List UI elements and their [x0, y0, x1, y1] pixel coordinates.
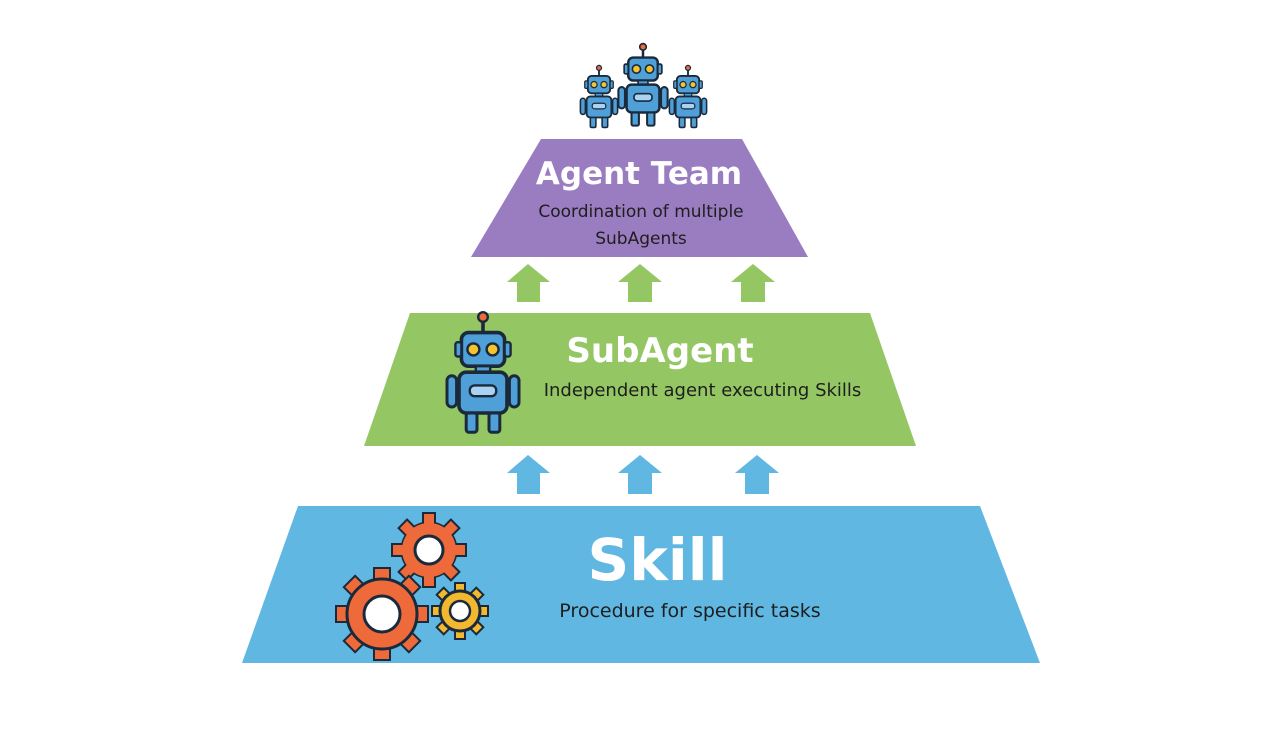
- gear-icon: [335, 567, 429, 661]
- gear-icon: [391, 512, 467, 588]
- robot-team-icon: [579, 42, 708, 129]
- tier-middle-description: Independent agent executing Skills: [543, 380, 862, 401]
- tier-top-shape: [471, 139, 808, 257]
- tier-top-title: Agent Team: [535, 156, 743, 192]
- arrow-up-icon: [507, 455, 550, 494]
- arrows-upper: [507, 264, 775, 302]
- gears-icon: [335, 512, 489, 661]
- tier-middle-title: SubAgent: [566, 331, 754, 371]
- tier-top-description: Coordination of multiple SubAgents: [538, 202, 744, 249]
- robot-icon: [579, 64, 619, 129]
- gear-icon: [431, 582, 489, 640]
- arrow-up-icon: [735, 455, 779, 494]
- arrow-up-icon: [507, 264, 550, 302]
- arrow-up-icon: [618, 455, 662, 494]
- arrows-lower: [507, 455, 779, 494]
- tier-bottom-description: Procedure for specific tasks: [559, 600, 821, 622]
- robot-icon: [668, 64, 708, 129]
- arrow-up-icon: [731, 264, 775, 302]
- arrow-up-icon: [618, 264, 662, 302]
- tier-bottom-title: Skill: [587, 526, 728, 594]
- robot-icon: [617, 42, 669, 127]
